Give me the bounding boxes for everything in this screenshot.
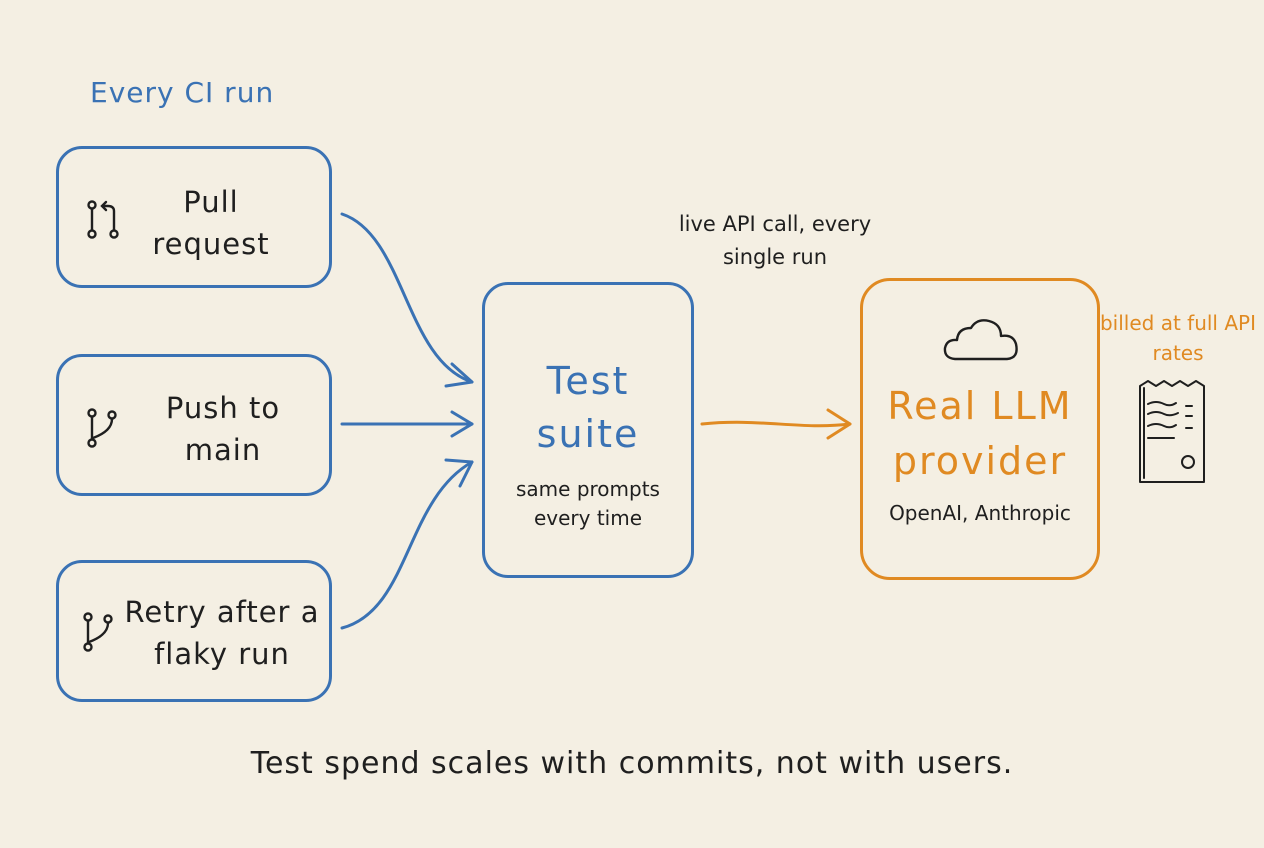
branch-icon [87,408,117,448]
provider-subtitle: OpenAI, Anthropic [889,501,1071,525]
source-box-retry: Retry after a flaky run [56,560,332,702]
receipt-icon [1139,380,1205,483]
live-call-note: live API call, every single run [678,212,872,269]
arrow-pull-request-to-suite [340,212,474,384]
provider-title: Real LLM provider [887,384,1073,483]
cloud-icon [943,319,1018,361]
billing-note: billed at full API rates [1099,311,1256,365]
test-suite-subtitle: same prompts every time [516,477,660,530]
test-suite-box: Test suite same prompts every time [482,282,694,578]
source-label: Push to main [165,391,281,467]
branch-icon [83,612,113,652]
test-suite-title: Test suite [536,359,640,456]
pull-request-icon [87,200,119,239]
source-box-push-to-main: Push to main [56,354,332,496]
source-label: Retry after a flaky run [124,595,320,671]
heading: Every CI run [90,76,275,109]
source-box-pull-request: Pull request [56,146,332,288]
source-label: Pull request [152,185,270,261]
llm-provider-box: Real LLM provider OpenAI, Anthropic [860,278,1100,580]
caption: Test spend scales with commits, not with… [250,746,1014,781]
arrow-suite-to-provider [700,420,852,428]
arrow-retry-to-suite [340,460,474,630]
